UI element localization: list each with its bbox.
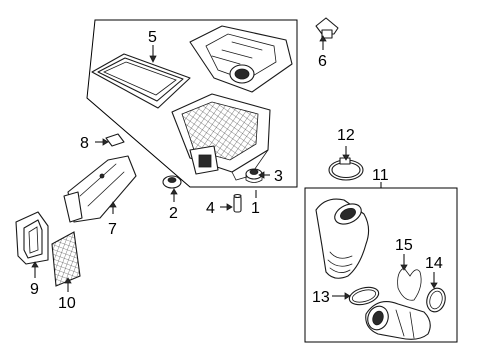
callout-13: 13 [312, 289, 330, 306]
air-filter-element [91, 53, 191, 109]
assembly-group-box [86, 19, 298, 188]
intake-duct-7 [63, 155, 137, 223]
upper-housing-cover [189, 25, 293, 93]
clamp-12 [328, 157, 364, 181]
inlet-frame-9 [15, 211, 49, 265]
callout-7: 7 [108, 221, 117, 238]
callout-6: 6 [318, 53, 327, 70]
callout-4: 4 [206, 200, 215, 217]
callout-10: 10 [58, 295, 76, 312]
spring-clip-15 [397, 267, 422, 301]
callout-2: 2 [169, 205, 178, 222]
sensor-6 [315, 17, 339, 39]
callout-1: 1 [251, 200, 260, 217]
ring-14 [426, 287, 446, 313]
callout-5: 5 [148, 29, 157, 46]
pad-8 [105, 133, 125, 147]
callout-15: 15 [395, 237, 413, 254]
intake-hose-lower [365, 301, 431, 340]
lower-housing [171, 93, 271, 181]
oring-13 [348, 286, 380, 306]
callout-11: 11 [372, 167, 389, 184]
intake-hose-upper [315, 198, 370, 279]
callout-8: 8 [80, 135, 89, 152]
leader-lines [31, 35, 438, 300]
pin-4 [233, 193, 242, 213]
grommet-2 [162, 175, 182, 189]
callout-3: 3 [274, 168, 283, 185]
callout-14: 14 [425, 255, 443, 272]
callout-9: 9 [30, 281, 39, 298]
mesh-screen-10 [51, 231, 81, 287]
callout-12: 12 [337, 127, 355, 144]
